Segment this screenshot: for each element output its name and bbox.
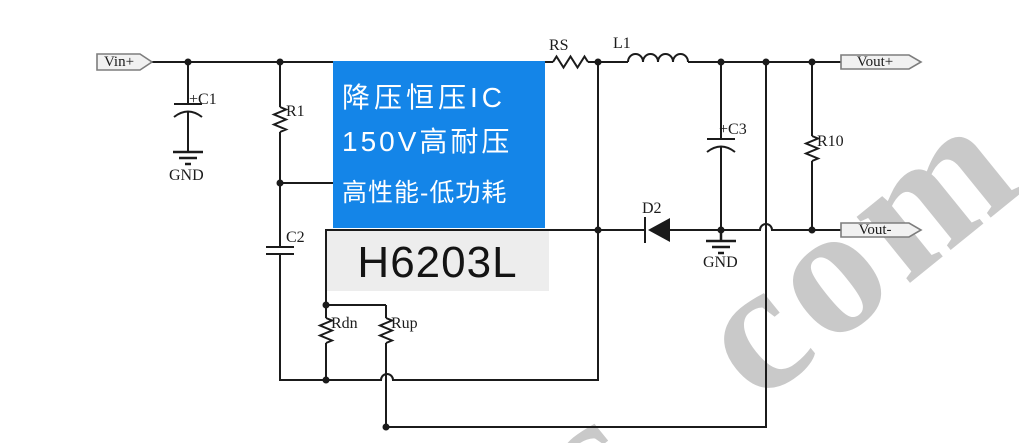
port-flags <box>96 53 923 238</box>
c3-label: +C3 <box>719 121 747 138</box>
junction-dot <box>594 226 602 234</box>
resistor-r1 <box>271 106 289 133</box>
vout-plus-label: Vout+ <box>856 54 894 70</box>
r10-label: R10 <box>817 133 844 150</box>
ground-symbol-c1 <box>173 150 203 166</box>
resistor-rdn <box>317 317 335 344</box>
junction-dot <box>276 179 284 187</box>
junction-dot <box>808 58 816 66</box>
vout-minus-label: Vout- <box>858 222 892 238</box>
inductor-l1 <box>627 53 689 63</box>
junction-dot <box>322 301 330 309</box>
watermark: com s <box>497 57 1019 443</box>
junction-dot <box>184 58 192 66</box>
rdn-label: Rdn <box>331 315 358 332</box>
r1-label: R1 <box>286 103 305 120</box>
ground-symbol-out <box>706 230 736 255</box>
vout-plus-flag <box>840 54 923 70</box>
junction-dot <box>808 226 816 234</box>
junction-dot <box>762 58 770 66</box>
ic-accent-rect <box>333 61 545 228</box>
l1-label: L1 <box>613 35 631 52</box>
d2-label: D2 <box>642 200 662 217</box>
junction-dot <box>382 423 390 431</box>
junction-dot <box>717 226 725 234</box>
out-gnd-label: GND <box>703 254 738 271</box>
vin-plus-flag <box>96 53 154 71</box>
components <box>173 53 821 344</box>
ic-part-number: H6203L <box>357 238 518 287</box>
capacitor-c2 <box>266 246 294 255</box>
junction-dot <box>322 376 330 384</box>
diode-d2-triangle <box>648 218 670 242</box>
rs-label: RS <box>549 37 569 54</box>
ic-block <box>325 61 549 305</box>
wire-fb-pins <box>325 291 387 427</box>
ic-marketing-line1: 降压恒压IC <box>342 82 507 113</box>
watermark-text: com <box>655 57 1019 438</box>
ic-marketing-line3: 高性能-低功耗 <box>342 179 508 207</box>
junction-dot <box>594 58 602 66</box>
junction-dot <box>276 58 284 66</box>
capacitor-c3 <box>706 138 736 153</box>
junction-dots <box>184 58 816 431</box>
rup-label: Rup <box>391 315 418 332</box>
ic-marketing-line2: 150V高耐压 <box>342 126 513 157</box>
resistor-rs <box>552 54 589 70</box>
ic-body-rect <box>326 229 549 291</box>
wire-vout-return <box>386 62 767 428</box>
capacitor-c1 <box>173 103 203 118</box>
c2-label: C2 <box>286 229 305 246</box>
resistor-r10 <box>803 135 821 162</box>
vin-plus-label: Vin+ <box>103 54 135 70</box>
vout-minus-flag <box>840 222 923 238</box>
junction-dot <box>717 58 725 66</box>
watermark-partial-text: s <box>497 355 682 443</box>
resistor-rup <box>377 317 395 344</box>
ic-outline <box>325 229 549 305</box>
c1-gnd-label: GND <box>169 167 204 184</box>
c1-label: +C1 <box>189 91 217 108</box>
